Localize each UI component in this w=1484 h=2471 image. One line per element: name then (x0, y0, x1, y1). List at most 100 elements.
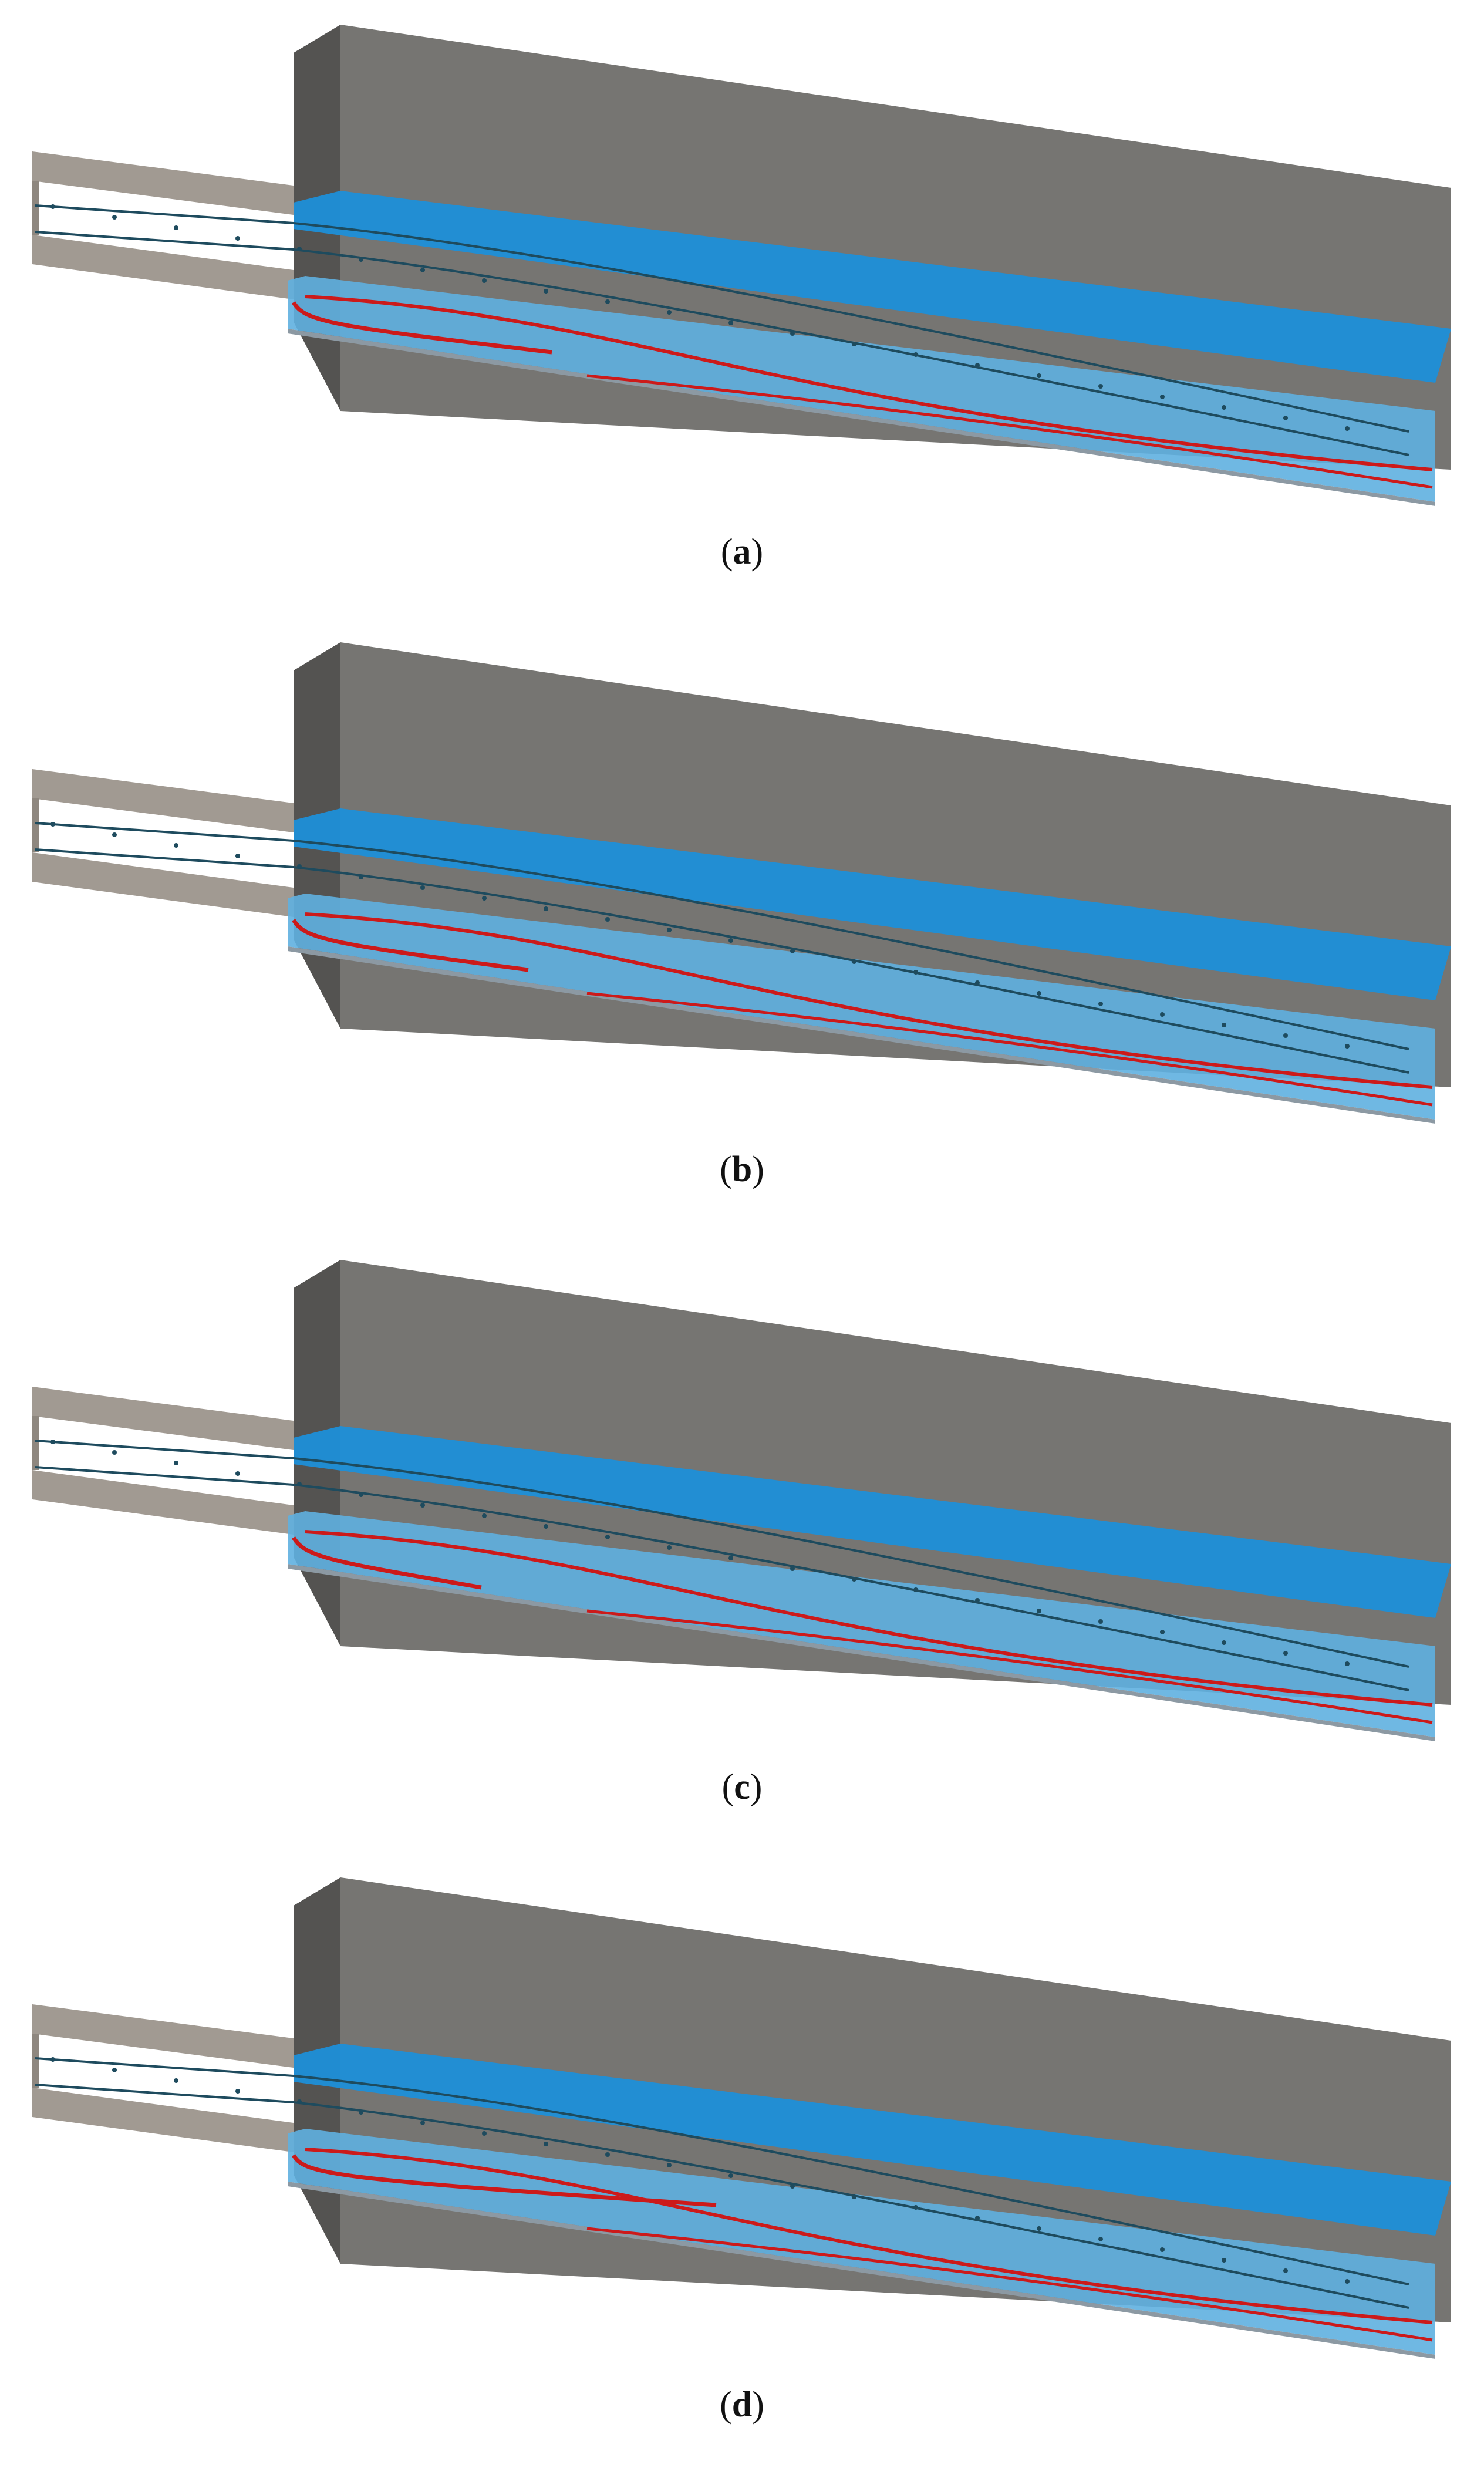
panel-c: (c) (0, 1235, 1484, 1853)
interface-line-main (305, 912, 1433, 1089)
streamline-marker (112, 832, 117, 837)
simulation-render (32, 25, 1451, 506)
streamline-marker (1222, 405, 1226, 410)
simulation-render (32, 1877, 1451, 2359)
caption-open-paren: ( (721, 1767, 734, 1807)
streamline-marker (1098, 1002, 1103, 1006)
streamline-marker (482, 1513, 487, 1518)
water-surface-layer (294, 808, 1451, 1000)
streamline-marker (50, 2057, 55, 2062)
streamline-marker (174, 1461, 178, 1465)
streamline-marker (728, 321, 733, 325)
streamline-marker (975, 1598, 980, 1603)
water-surface-layer (294, 1426, 1451, 1618)
streamline-2 (35, 1466, 1409, 1691)
streamline-marker (790, 2184, 795, 2189)
streamline-marker (1283, 2268, 1288, 2273)
interface-line-lower (586, 2227, 1433, 2342)
panel-caption: (d) (0, 2384, 1484, 2426)
streamline-marker (359, 875, 363, 879)
streamline-1 (35, 1440, 1409, 1668)
streamline-marker (1160, 1012, 1165, 1017)
interface-line-front (292, 919, 529, 972)
water-surface-layer (294, 2044, 1451, 2236)
streamline-marker (544, 2142, 548, 2146)
streamline-marker (1037, 991, 1041, 996)
caption-close-paren: ) (751, 532, 764, 572)
streamline-marker (235, 2089, 240, 2094)
interface-line-main (305, 1530, 1433, 1707)
streamline-marker (1160, 1630, 1165, 1634)
streamline-marker (667, 2163, 672, 2167)
channel-floor (288, 329, 1435, 506)
streamline-marker (975, 363, 980, 368)
streamline-marker (852, 342, 856, 346)
streamline-marker (1160, 395, 1165, 399)
inlet-opening (32, 798, 39, 852)
streamline-1 (35, 822, 1409, 1050)
caption-letter: a (733, 532, 751, 572)
streamline-2 (35, 2084, 1409, 2309)
streamline-marker (544, 289, 548, 294)
streamline-marker (975, 980, 980, 985)
simulation-render (32, 1260, 1451, 1741)
channel-floor (288, 1564, 1435, 1741)
streamline-marker (420, 2121, 425, 2125)
inlet-channel-bottom (32, 235, 294, 299)
streamline-marker (359, 257, 363, 262)
interface-line-lower (586, 374, 1433, 489)
streamline-marker (297, 864, 302, 869)
interface-line-front (292, 2154, 717, 2207)
interface-line-front (292, 1536, 482, 1590)
interface-line-main (305, 2148, 1433, 2324)
streamline-marker (605, 299, 610, 304)
streamline-marker (1222, 2258, 1226, 2263)
streamline-marker (420, 1503, 425, 1508)
panel-d: (d) (0, 1853, 1484, 2470)
streamline-1 (35, 204, 1409, 433)
streamline-marker (790, 331, 795, 336)
panel-a: (a) (0, 0, 1484, 618)
streamline-marker (605, 2152, 610, 2157)
streamline-marker (1098, 384, 1103, 389)
streamline-marker (667, 1545, 672, 1550)
streamline-marker (174, 225, 178, 230)
caption-open-paren: ( (720, 532, 733, 572)
streamline-marker (359, 2110, 363, 2115)
panel-caption: (a) (0, 531, 1484, 573)
inlet-channel-bottom (32, 1470, 294, 1535)
streamline-marker (112, 215, 117, 220)
streamline-marker (913, 2205, 918, 2210)
inlet-channel-top (32, 1387, 294, 1450)
streamline-marker (297, 1482, 302, 1486)
streamline-marker (482, 896, 487, 901)
caption-letter: c (734, 1767, 750, 1807)
streamline-marker (728, 2173, 733, 2178)
streamline-1 (35, 2057, 1409, 2285)
streamline-marker (667, 928, 672, 932)
streamline-marker (50, 822, 55, 827)
channel-floor (288, 2182, 1435, 2359)
inlet-channel-top (32, 2004, 294, 2068)
streamline-marker (235, 1471, 240, 1476)
streamline-marker (1345, 2279, 1350, 2284)
interface-line-main (305, 295, 1433, 471)
streamline-marker (174, 2078, 178, 2083)
inlet-channel-bottom (32, 852, 294, 917)
streamline-marker (482, 2131, 487, 2136)
streamline-marker (605, 917, 610, 922)
streamline-marker (1098, 2237, 1103, 2241)
caption-close-paren: ) (752, 2385, 764, 2425)
inlet-opening (32, 2034, 39, 2088)
streamline-marker (1345, 1661, 1350, 1666)
streamline-marker (420, 268, 425, 272)
streamline-marker (1222, 1023, 1226, 1027)
channel-floor (288, 946, 1435, 1124)
streamline-marker (913, 352, 918, 357)
simulation-render (32, 642, 1451, 1124)
streamline-marker (975, 2216, 980, 2220)
streamline-marker (112, 2068, 117, 2072)
streamline-marker (50, 1440, 55, 1444)
streamline-marker (728, 1556, 733, 1560)
streamline-2 (35, 848, 1409, 1074)
